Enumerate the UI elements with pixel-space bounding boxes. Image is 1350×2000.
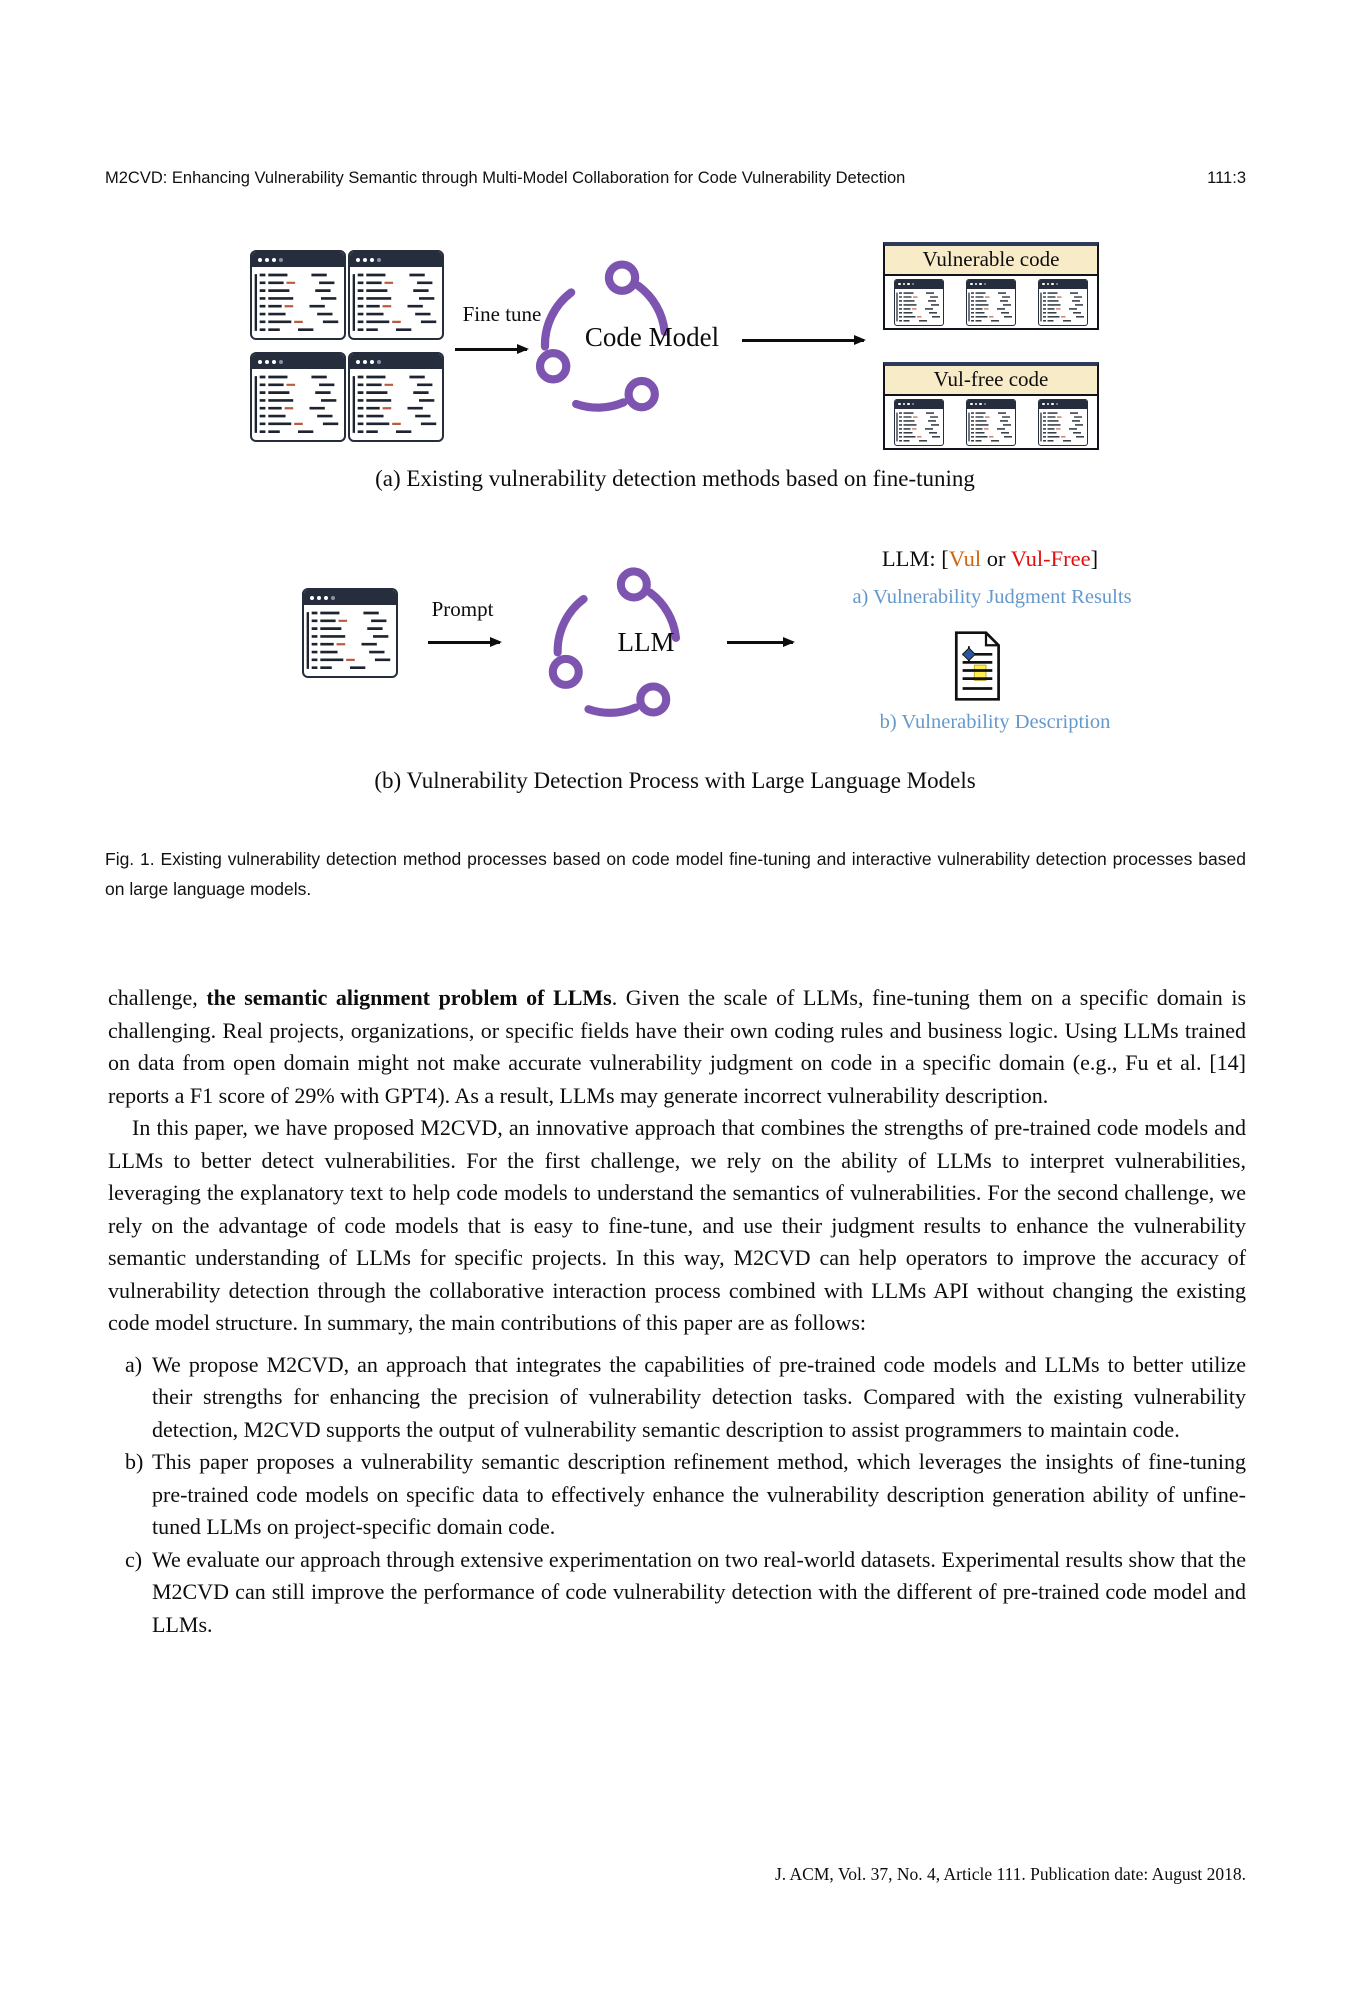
- vulnerable-code-title: Vulnerable code: [885, 246, 1097, 276]
- figure-caption: Fig. 1. Existing vulnerability detection…: [105, 849, 1246, 899]
- code-file-icon: [348, 352, 444, 442]
- llm-output-line: LLM: [Vul or Vul-Free]: [845, 546, 1135, 572]
- running-head: M2CVD: Enhancing Vulnerability Semantic …: [105, 169, 1246, 188]
- list-item-text: We propose M2CVD, an approach that integ…: [152, 1351, 1246, 1442]
- cycle-arrows-icon: [535, 260, 669, 412]
- code-file-icon: [1038, 278, 1088, 326]
- code-file-icon: [966, 398, 1016, 446]
- code-lines-art: [352, 273, 437, 331]
- llm-output-or: or: [981, 546, 1011, 571]
- list-marker: b): [125, 1449, 144, 1474]
- fine-tune-label: Fine tune: [462, 302, 542, 326]
- llm-label: LLM: [617, 627, 675, 657]
- paragraph-text: . Given the scale of LLMs, fine-tuning t…: [108, 985, 1247, 1108]
- vul-free-text: Vul-Free: [1010, 546, 1091, 571]
- code-lines-art: [254, 273, 339, 331]
- contribution-list: a) We propose M2CVD, an approach that in…: [108, 1349, 1246, 1642]
- list-item: b) This paper proposes a vulnerability s…: [108, 1446, 1246, 1544]
- code-file-icon: [250, 352, 346, 442]
- document-icon: [954, 631, 1000, 701]
- arrow-right-icon: [742, 339, 864, 342]
- paragraph: In this paper, we have proposed M2CVD, a…: [108, 1115, 1246, 1335]
- code-file-icon: [894, 398, 944, 446]
- list-item-text: This paper proposes a vulnerability sema…: [152, 1449, 1246, 1539]
- code-file-icon: [1038, 398, 1088, 446]
- subcaption-b: (b) Vulnerability Detection Process with…: [374, 768, 976, 793]
- code-lines-art: [306, 611, 391, 669]
- arrow-right-icon: [428, 641, 500, 644]
- vulnerable-code-box: Vulnerable code: [883, 242, 1099, 330]
- code-model-label: Code Model: [584, 322, 720, 352]
- code-file-icon: [302, 588, 398, 678]
- list-item-text: We evaluate our approach through extensi…: [152, 1546, 1246, 1637]
- paragraph: challenge, the semantic alignment proble…: [108, 982, 1246, 1112]
- paragraph-text: challenge,: [108, 985, 207, 1010]
- vul-free-code-box: Vul-free code: [883, 362, 1099, 450]
- arrow-right-icon: [727, 641, 793, 644]
- running-head-title: M2CVD: Enhancing Vulnerability Semantic …: [105, 169, 906, 187]
- journal-footer: J. ACM, Vol. 37, No. 4, Article 111. Pub…: [774, 1864, 1246, 1884]
- list-marker: a): [125, 1351, 143, 1377]
- code-file-icon: [348, 250, 444, 340]
- window-bar: [252, 354, 344, 369]
- code-lines-art: [254, 375, 339, 433]
- window-bar: [350, 252, 442, 267]
- vulnerable-code-files: [885, 276, 1097, 328]
- list-item: a) We propose M2CVD, an approach that in…: [108, 1349, 1246, 1447]
- body-text: challenge, the semantic alignment proble…: [108, 982, 1246, 1641]
- llm-output-suffix: ]: [1090, 546, 1099, 571]
- bold-phrase: the semantic alignment problem of LLMs: [206, 985, 612, 1010]
- llm-output-prefix: LLM: [: [881, 546, 949, 571]
- code-lines-art: [352, 375, 437, 433]
- window-bar: [252, 252, 344, 267]
- subcaption-a: (a) Existing vulnerability detection met…: [375, 466, 975, 491]
- prompt-label: Prompt: [431, 597, 494, 621]
- page-number: 111:3: [1207, 169, 1246, 187]
- arrow-right-icon: [455, 348, 527, 351]
- cycle-arrows-icon: [548, 567, 680, 717]
- code-file-icon: [966, 278, 1016, 326]
- window-bar: [350, 354, 442, 369]
- description-label: b) Vulnerability Description: [879, 711, 1111, 733]
- list-item: c) We evaluate our approach through exte…: [108, 1544, 1246, 1642]
- code-file-icon: [894, 278, 944, 326]
- list-marker: c): [125, 1546, 143, 1572]
- vul-free-code-title: Vul-free code: [885, 366, 1097, 396]
- window-bar: [304, 590, 396, 605]
- vul-free-code-files: [885, 396, 1097, 448]
- judgment-results-label: a) Vulnerability Judgment Results: [852, 586, 1132, 608]
- code-file-icon: [250, 250, 346, 340]
- vul-text: Vul: [948, 546, 982, 571]
